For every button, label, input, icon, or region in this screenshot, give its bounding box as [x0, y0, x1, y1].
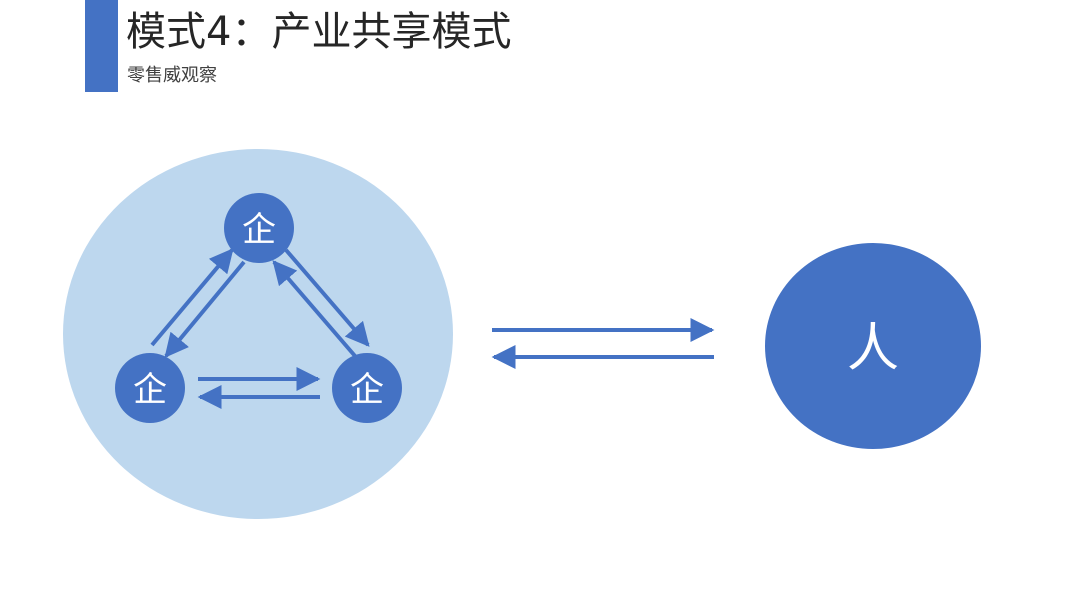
enterprise-node-left-label: 企 — [133, 370, 167, 410]
enterprise-node-top-label: 企 — [242, 210, 276, 250]
person-node-circle — [765, 243, 981, 449]
enterprise-cluster-circle — [63, 149, 453, 519]
page-subtitle: 零售威观察 — [127, 65, 217, 86]
page-title: 模式4：产业共享模式 — [126, 9, 512, 55]
enterprise-node-right: 企 — [332, 353, 402, 423]
arrow-left-to-top — [150, 248, 234, 347]
person-node: 人 — [765, 243, 981, 449]
enterprise-node-left: 企 — [115, 353, 185, 423]
enterprise-node-left-circle — [115, 353, 185, 423]
enterprise-node-top-circle — [224, 193, 294, 263]
enterprise-node-top: 企 — [224, 193, 294, 263]
arrow-right-to-top — [272, 260, 357, 358]
arrow-top-to-right — [284, 248, 370, 347]
title-accent-bar — [85, 0, 118, 92]
enterprise-node-right-label: 企 — [350, 370, 384, 410]
person-node-label: 人 — [847, 319, 899, 379]
arrow-top-to-left — [164, 260, 246, 358]
enterprise-node-right-circle — [332, 353, 402, 423]
